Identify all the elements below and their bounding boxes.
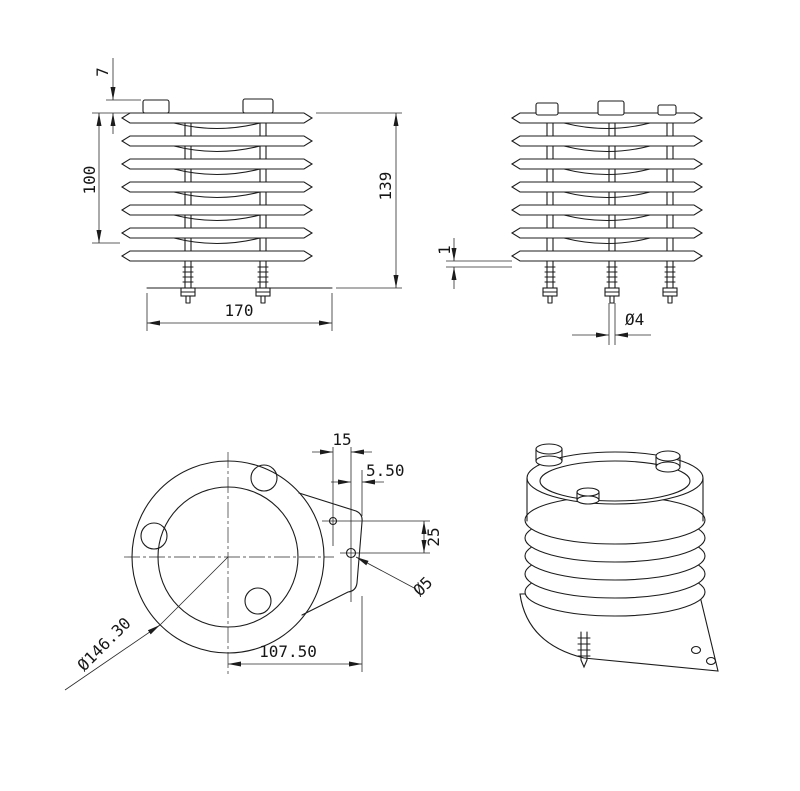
dim-label-bolt-diameter: Ø4 (625, 310, 644, 329)
bracket-bolt (577, 631, 591, 669)
dim-label-edge-offset: 5.50 (366, 461, 405, 480)
dim-overall-height: 139 (316, 112, 402, 289)
bracket-hole (345, 547, 357, 559)
mounting-knobs (535, 100, 677, 116)
cap-knob (655, 450, 681, 473)
dim-label-hole-spacing: 25 (424, 527, 443, 546)
dim-label-overall-height: 139 (376, 172, 395, 201)
flange-inner-circle (157, 486, 299, 628)
flange-hole (244, 587, 272, 615)
sensor-port (576, 487, 600, 505)
dim-label-bracket-reach: 107.50 (259, 642, 317, 661)
dim-hole-spacing: 25 (421, 521, 443, 553)
bracket-hole (328, 516, 338, 526)
side-view: 1 Ø4 (435, 100, 703, 345)
dim-bolt-diameter: Ø4 (572, 303, 651, 345)
bracket-hole (690, 645, 702, 655)
dim-base-width: 170 (146, 293, 333, 331)
dim-label-cap-height: 7 (93, 67, 112, 77)
dim-washer-thickness: 1 (435, 238, 512, 289)
dim-bracket-reach: 107.50 (228, 596, 363, 672)
bracket-hole (705, 656, 717, 666)
mounting-knobs (142, 98, 274, 114)
iso-view (519, 443, 719, 672)
flange-hole (250, 464, 278, 492)
dim-label-washer-thickness: 1 (435, 245, 454, 255)
dim-label-base-width: 170 (225, 301, 254, 320)
front-view: 7 100 139 170 (80, 58, 402, 331)
cap-knob (535, 443, 563, 467)
dim-louver-height: 100 (80, 113, 120, 244)
flange-hole (140, 522, 168, 550)
dim-label-hole-offset: 15 (332, 430, 351, 449)
louver-rings (524, 495, 706, 617)
dim-hole-offset: 15 (312, 430, 372, 455)
dim-label-louver-height: 100 (80, 166, 99, 195)
dim-edge-offset: 5.50 (331, 461, 405, 516)
bracket-hole-centerlines (322, 447, 430, 602)
flange-outer-circle (131, 460, 325, 654)
